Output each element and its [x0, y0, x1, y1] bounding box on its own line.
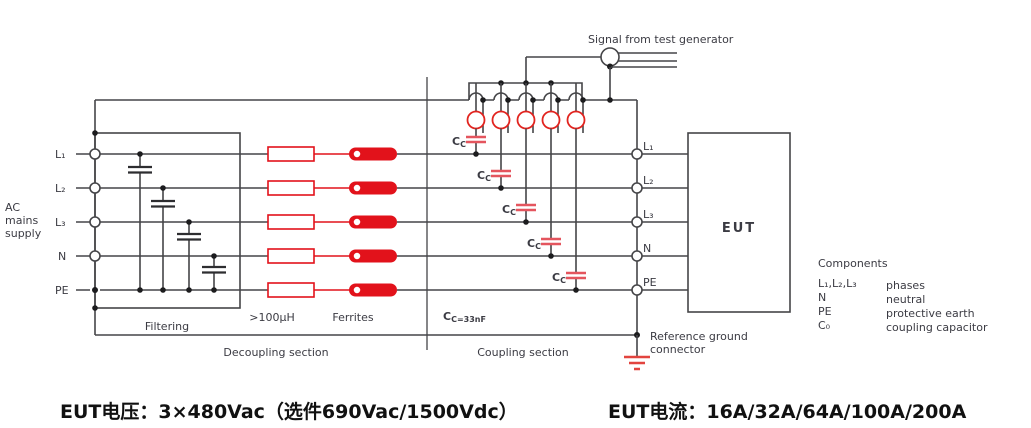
legend-desc: coupling capacitor — [886, 321, 988, 334]
switch-ring-l1 — [466, 110, 486, 130]
line-label-n: N — [58, 250, 66, 263]
generator-cable-lines — [611, 52, 677, 68]
terminal-eut-l2 — [631, 182, 643, 194]
filtering-label: Filtering — [145, 320, 189, 333]
legend-term: N — [818, 291, 826, 304]
footer-ratings: EUT电压：3×480Vac（选件690Vac/1500Vdc） EUT电流：1… — [60, 400, 967, 423]
terminal-supply-l3 — [89, 216, 101, 228]
cc-label: CC — [477, 169, 491, 183]
coupling-capacitor-l2: CC — [477, 128, 511, 191]
terminal-eut-l1 — [631, 148, 643, 160]
eut-line-label-pe: PE — [643, 276, 657, 289]
ferrites-label: Ferrites — [332, 311, 373, 324]
cc-label: CC — [552, 271, 566, 285]
coupling-section-label: Coupling section — [477, 346, 569, 359]
components-legend: Components L₁,L₂,L₃ phases N neutral PE … — [818, 257, 988, 334]
terminal-supply-n — [89, 250, 101, 262]
terminal-eut-n — [631, 250, 643, 262]
coupling-capacitor-l3: CC — [502, 128, 536, 225]
coupling-capacitors: CC CC CC CC CC CC=33nF — [443, 128, 586, 324]
filter-capacitor-3 — [177, 219, 201, 293]
terminal-eut-l3 — [631, 216, 643, 228]
line-label-l3: L₃ — [55, 216, 66, 229]
earth-ground-symbol — [624, 355, 650, 371]
filter-capacitor-1 — [128, 151, 152, 293]
inductance-label: >100μH — [249, 311, 294, 324]
legend-term: PE — [818, 305, 832, 318]
switch-ring-l3 — [516, 110, 536, 130]
line-label-l2: L₂ — [55, 182, 66, 195]
cc-label: CC — [452, 135, 466, 149]
inductor-ferrite-row — [267, 180, 397, 196]
switch-ring-l2 — [491, 110, 511, 130]
eut-box: EUT — [687, 132, 791, 313]
legend-title: Components — [818, 257, 888, 270]
cc-label: CC — [502, 203, 516, 217]
reference-ground: Reference ground connector — [624, 330, 748, 371]
line-label-pe: PE — [55, 284, 69, 297]
legend-term: C₀ — [818, 319, 831, 332]
cc-label: CC — [527, 237, 541, 251]
eut-label: EUT — [722, 221, 756, 236]
inductor-ferrite-row — [267, 248, 397, 264]
ac-label: AC — [5, 201, 20, 214]
eut-line-label-l3: L₃ — [643, 208, 654, 221]
reference-ground-label-line1: Reference ground — [650, 330, 748, 343]
supply-terminals — [89, 148, 101, 293]
inductor-ferrite-row — [267, 146, 397, 162]
eut-line-label-l1: L₁ — [643, 140, 654, 153]
eut-terminals: L₁ L₂ L₃ N PE — [631, 140, 657, 296]
terminal-supply-l2 — [89, 182, 101, 194]
mains-line-labels-left: L₁ L₂ L₃ N PE — [55, 148, 69, 297]
eut-line-label-l2: L₂ — [643, 174, 654, 187]
junction-supply-pe — [92, 287, 98, 293]
decoupling-inductors: >100μH Ferrites — [249, 146, 397, 324]
filter-capacitor-4 — [202, 253, 226, 293]
legend-desc: neutral — [886, 293, 925, 306]
terminal-supply-l1 — [89, 148, 101, 160]
legend-term: L₁,L₂,L₃ — [818, 277, 857, 290]
mains-wires — [76, 153, 688, 291]
coupling-capacitor-pe: CC — [552, 128, 586, 293]
eut-voltage-text: EUT电压：3×480Vac（选件690Vac/1500Vdc） — [60, 400, 518, 423]
generator: Signal from test generator — [525, 33, 734, 103]
ac-mains-supply-label: AC mains supply — [5, 201, 42, 240]
coupling-switches — [466, 80, 586, 133]
decoupling-section-label: Decoupling section — [223, 346, 328, 359]
mains-label: mains — [5, 214, 38, 227]
filtering-box — [94, 132, 241, 309]
coupling-capacitor-l1: CC — [452, 128, 486, 157]
cc-value-label: CC=33nF — [443, 310, 486, 324]
inductor-ferrite-row — [267, 282, 397, 298]
ground-buses — [94, 99, 638, 336]
filtering-section: Filtering — [92, 130, 241, 333]
coupling-capacitor-n: CC — [527, 128, 561, 259]
supply-label: supply — [5, 227, 42, 240]
filter-capacitor-2 — [151, 185, 175, 293]
generator-terminal — [600, 47, 620, 67]
line-label-l1: L₁ — [55, 148, 66, 161]
inductor-ferrite-row — [267, 214, 397, 230]
terminal-eut-pe — [631, 284, 643, 296]
eut-current-text: EUT电流：16A/32A/64A/100A/200A — [608, 400, 967, 423]
switch-ring-pe — [566, 110, 586, 130]
switch-ring-n — [541, 110, 561, 130]
reference-ground-label-line2: connector — [650, 343, 706, 356]
signal-from-test-generator-label: Signal from test generator — [588, 33, 734, 46]
legend-desc: protective earth — [886, 307, 975, 320]
eut-line-label-n: N — [643, 242, 651, 255]
legend-desc: phases — [886, 279, 925, 292]
